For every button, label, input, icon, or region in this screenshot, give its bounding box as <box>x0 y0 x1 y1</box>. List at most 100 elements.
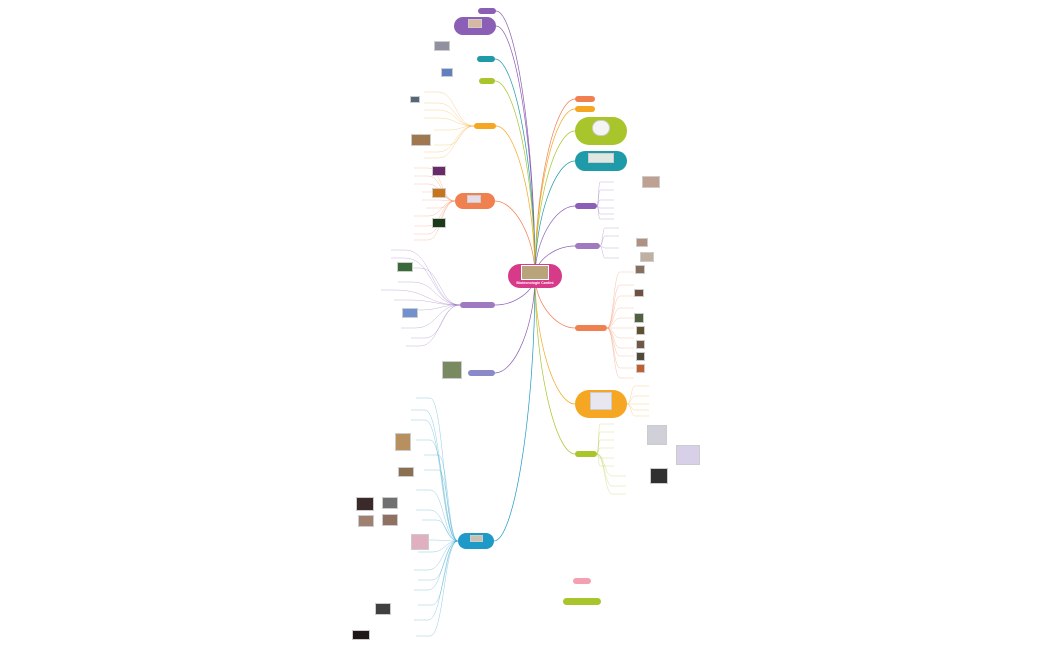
connector-left <box>494 275 536 374</box>
leaf-connector <box>599 245 606 249</box>
leaf-connector <box>407 299 461 306</box>
leaf-connector <box>424 419 459 542</box>
branch-left-5[interactable] <box>474 123 496 129</box>
thumbnail-image <box>375 603 391 615</box>
footer-note[interactable] <box>563 598 601 605</box>
connector-left <box>494 58 536 277</box>
leaf-connector <box>606 327 621 369</box>
leaf-connector <box>429 539 459 542</box>
leaf-connector <box>437 117 475 127</box>
branch-image <box>470 535 483 542</box>
branch-right-6[interactable] <box>575 243 600 249</box>
branch-image <box>468 19 482 28</box>
thumbnail-image <box>636 340 645 349</box>
branch-right-1[interactable] <box>575 96 595 102</box>
thumbnail-image <box>382 497 398 509</box>
leaf-connector <box>429 540 459 637</box>
leaf-connector <box>419 304 461 311</box>
leaf-connector <box>447 125 475 146</box>
leaf-connector <box>424 409 459 542</box>
leaf-connector <box>596 453 613 487</box>
branch-right-4[interactable] <box>575 151 627 171</box>
branch-right-8[interactable] <box>575 390 627 418</box>
branch-right-5[interactable] <box>575 203 597 209</box>
branch-left-9[interactable] <box>458 533 494 549</box>
leaf-connector <box>596 189 601 207</box>
connector-right <box>534 160 576 277</box>
leaf-connector <box>599 227 606 247</box>
leaf-connector <box>596 423 601 455</box>
thumbnail-image <box>358 515 374 527</box>
branch-right-7[interactable] <box>575 325 607 331</box>
branch-right-9[interactable] <box>575 451 597 457</box>
leaf-connector <box>606 271 621 329</box>
branch-image <box>592 120 610 136</box>
leaf-connector <box>596 453 601 467</box>
thumbnail-image <box>382 514 398 526</box>
thumbnail-image <box>397 262 413 272</box>
thumbnail-image <box>650 468 668 484</box>
thumbnail-image <box>442 361 462 379</box>
thumbnail-image <box>634 313 644 323</box>
thumbnail-image <box>410 96 420 103</box>
leaf-connector <box>437 109 475 127</box>
thumbnail-image <box>636 352 645 361</box>
leaf-connector <box>626 395 636 405</box>
thumbnail-image <box>432 166 446 176</box>
thumbnail-image <box>640 252 654 262</box>
leaf-connector <box>606 327 621 339</box>
leaf-connector <box>431 540 459 553</box>
thumbnail-image <box>676 445 700 465</box>
leaf-connector <box>437 125 475 159</box>
thumbnail-image <box>636 326 645 335</box>
leaf-connector <box>626 385 636 405</box>
connector-right <box>534 275 576 455</box>
thumbnail-image <box>642 176 660 188</box>
branch-left-6[interactable] <box>455 193 495 209</box>
connector-left <box>493 275 536 542</box>
leaf-connector <box>414 304 461 329</box>
root-image <box>521 265 549 280</box>
connector-left <box>495 10 536 277</box>
leaf-connector <box>606 295 621 329</box>
root-node[interactable]: Biotecnologie Cardini <box>508 264 562 288</box>
leaf-connector <box>599 245 606 259</box>
thumbnail-image <box>434 41 450 51</box>
leaf-connector <box>437 454 459 542</box>
thumbnail-image <box>441 68 453 77</box>
leaf-connector <box>437 91 475 127</box>
thumbnail-image <box>432 188 446 198</box>
thumbnail-image <box>647 425 667 445</box>
thumbnail-image <box>411 134 431 146</box>
branch-left-2[interactable] <box>454 17 496 35</box>
thumbnail-image <box>636 238 648 247</box>
branch-left-1[interactable] <box>478 8 496 14</box>
thumbnail-image <box>402 308 418 318</box>
leaf-connector <box>606 284 621 329</box>
legend-note[interactable] <box>573 578 591 584</box>
connector-right <box>534 98 576 277</box>
root-label: Biotecnologie Cardini <box>516 281 554 285</box>
leaf-connector <box>596 205 601 220</box>
branch-left-3[interactable] <box>477 56 495 62</box>
thumbnail-image <box>395 433 411 451</box>
branch-right-3[interactable] <box>575 117 627 145</box>
leaf-connector <box>606 327 621 349</box>
branch-right-2[interactable] <box>575 106 595 112</box>
leaf-connector <box>394 289 461 306</box>
leaf-connector <box>596 199 601 207</box>
thumbnail-image <box>356 497 374 511</box>
leaf-connector <box>606 317 621 329</box>
branch-left-8[interactable] <box>468 370 495 376</box>
leaf-connector <box>411 281 461 306</box>
leaf-connector <box>596 453 613 495</box>
leaf-connector <box>424 304 461 339</box>
connector-left <box>494 80 536 277</box>
leaf-connector <box>626 403 636 411</box>
branch-left-7[interactable] <box>460 302 495 308</box>
thumbnail-image <box>636 364 645 373</box>
branch-left-4[interactable] <box>479 78 495 84</box>
leaf-connector <box>606 307 621 329</box>
thumbnail-image <box>398 467 414 477</box>
